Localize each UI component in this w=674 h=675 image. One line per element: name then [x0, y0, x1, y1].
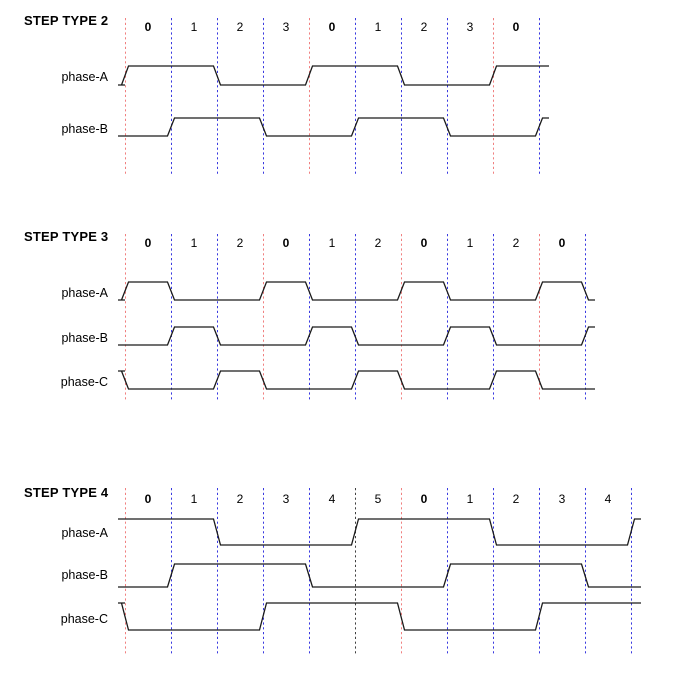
- step-number: 5: [374, 492, 382, 506]
- step-number: 2: [512, 492, 520, 506]
- step-number: 0: [420, 236, 428, 250]
- step-number: 2: [236, 492, 244, 506]
- phase-label-phase-a: phase-A: [61, 70, 108, 84]
- step-number: 2: [420, 20, 428, 34]
- step-number: 0: [144, 236, 152, 250]
- step-number: 1: [466, 236, 474, 250]
- step-number: 3: [282, 20, 290, 34]
- waveform-phase-b: [118, 563, 641, 588]
- step-number: 1: [328, 236, 336, 250]
- step-number: 0: [328, 20, 336, 34]
- step-number: 1: [190, 236, 198, 250]
- step-number: 4: [604, 492, 612, 506]
- phase-label-phase-b: phase-B: [61, 331, 108, 345]
- phase-label-phase-a: phase-A: [61, 286, 108, 300]
- grid-lines-step-type-3: [125, 234, 586, 400]
- step-number: 1: [190, 492, 198, 506]
- waveform-phase-b: [118, 117, 549, 137]
- grid-lines-step-type-2: [125, 18, 540, 175]
- step-number: 2: [374, 236, 382, 250]
- step-number: 2: [236, 236, 244, 250]
- step-number: 1: [466, 492, 474, 506]
- waveform-phase-b: [118, 326, 595, 346]
- phase-label-phase-a: phase-A: [61, 526, 108, 540]
- diagram-title-step-type-2: STEP TYPE 2: [24, 13, 109, 28]
- diagram-title-step-type-4: STEP TYPE 4: [24, 485, 109, 500]
- phase-label-phase-b: phase-B: [61, 122, 108, 136]
- step-number: 1: [190, 20, 198, 34]
- step-number: 0: [282, 236, 290, 250]
- phase-label-phase-c: phase-C: [60, 375, 108, 389]
- step-number: 0: [144, 20, 152, 34]
- phase-label-phase-b: phase-B: [61, 568, 108, 582]
- waveform-phase-a: [118, 281, 595, 301]
- step-number: 3: [558, 492, 566, 506]
- grid-lines-step-type-4: [125, 488, 632, 655]
- step-number: 2: [512, 236, 520, 250]
- step-number: 0: [420, 492, 428, 506]
- step-number: 0: [144, 492, 152, 506]
- step-number: 3: [282, 492, 290, 506]
- step-number: 4: [328, 492, 336, 506]
- waveform-phase-a: [118, 518, 641, 546]
- waveform-phase-a: [118, 65, 549, 86]
- step-number: 2: [236, 20, 244, 34]
- step-number: 1: [374, 20, 382, 34]
- phase-label-phase-c: phase-C: [60, 612, 108, 626]
- diagram-title-step-type-3: STEP TYPE 3: [24, 229, 109, 244]
- step-number: 3: [466, 20, 474, 34]
- step-number: 0: [512, 20, 520, 34]
- step-number: 0: [558, 236, 566, 250]
- waveform-phase-c: [118, 370, 595, 390]
- waveform-phase-c: [118, 602, 641, 631]
